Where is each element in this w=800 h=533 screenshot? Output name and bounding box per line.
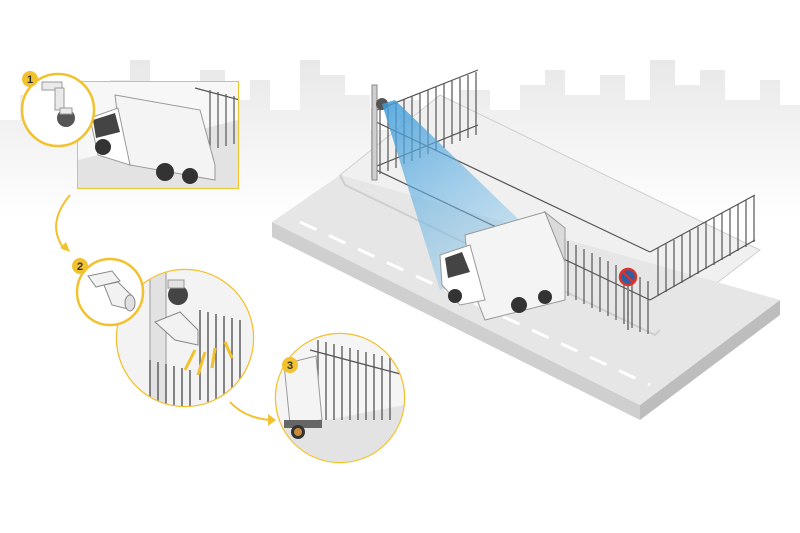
step-2-speaker-badge: 2 [72, 257, 145, 327]
flow-arrow-2-to-3 [229, 401, 271, 421]
step-1-number: 1 [27, 74, 33, 86]
step-1-number-badge [22, 71, 38, 87]
ptz-camera-icon [41, 81, 75, 127]
step-2-number: 2 [77, 261, 83, 273]
horn-speaker-icon [87, 270, 136, 312]
step-3-number-badge [282, 357, 298, 373]
inset-3-truck-leaving: 3 [274, 332, 406, 464]
step-2-number-badge [72, 258, 88, 274]
truck-icon [283, 355, 323, 439]
inset-1-truck-closeup [77, 81, 239, 189]
step-1-camera-badge: 1 [20, 71, 96, 148]
step-3-number: 3 [287, 360, 293, 372]
truck-main [439, 210, 566, 321]
inset-2-speaker-closeup [115, 268, 255, 408]
sound-waves [183, 341, 234, 376]
flow-arrow-1-to-2 [55, 194, 71, 251]
no-parking-sign [618, 267, 638, 330]
